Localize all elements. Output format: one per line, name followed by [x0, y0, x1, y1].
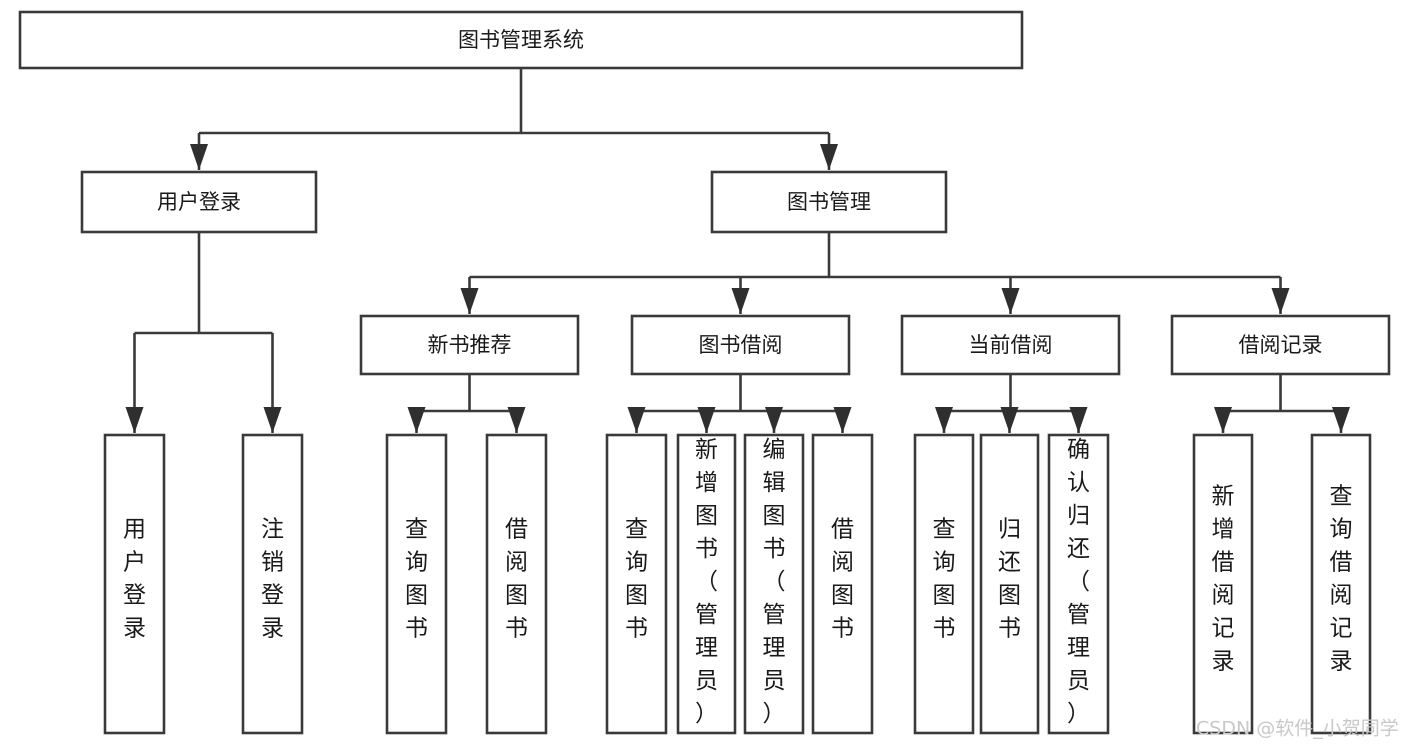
node-leaf-user-login[interactable]: 用户登录 — [103, 433, 166, 735]
node-label-current-borrow: 当前借阅 — [969, 333, 1053, 357]
arrow-head-icon-new-book-rec — [460, 288, 479, 314]
node-box-borrow-record — [1170, 314, 1391, 376]
node-box-leaf-query-record — [1310, 433, 1372, 735]
arrow-head-icon-leaf-user-login — [125, 407, 144, 433]
arrow-head-icon-user-login — [190, 144, 208, 170]
arrow-head-icon-leaf-borrow-book-rec — [507, 407, 526, 433]
arrow-head-icon-leaf-return-book — [1000, 407, 1019, 433]
node-box-book-borrow — [630, 314, 851, 376]
node-box-leaf-confirm-return — [1047, 433, 1110, 735]
node-label-leaf-confirm-return: 确认归还（管理员） — [1067, 437, 1090, 727]
node-box-leaf-logout — [241, 433, 304, 735]
arrow-head-icon-current-borrow — [1001, 288, 1020, 314]
node-label-borrow-record: 借阅记录 — [1239, 333, 1323, 357]
arrow-head-icon-book-borrow — [731, 288, 750, 314]
node-label-leaf-query-book-borrow: 查询图书 — [625, 517, 648, 642]
node-label-leaf-user-login: 用户登录 — [123, 517, 146, 642]
node-leaf-query-book-borrow[interactable]: 查询图书 — [605, 433, 668, 735]
arrow-head-icon-book-manage — [820, 144, 838, 170]
node-user-login[interactable]: 用户登录 — [80, 170, 318, 234]
node-leaf-borrow-book-rec[interactable]: 借阅图书 — [485, 433, 548, 735]
node-label-leaf-edit-book: 编辑图书（管理员） — [763, 437, 786, 727]
node-label-root: 图书管理系统 — [458, 28, 584, 52]
node-label-leaf-query-record: 查询借阅记录 — [1330, 484, 1353, 675]
node-box-leaf-query-book-cur — [913, 433, 975, 735]
node-box-new-book-rec — [359, 314, 580, 376]
node-leaf-add-book[interactable]: 新增图书（管理员） — [676, 433, 737, 735]
arrow-head-icon-leaf-borrow-book — [833, 407, 852, 433]
node-box-leaf-user-login — [103, 433, 166, 735]
node-label-new-book-rec: 新书推荐 — [428, 333, 512, 357]
node-box-leaf-return-book — [979, 433, 1040, 735]
csdn-watermark: CSDN @软件_小贺同学 — [1196, 718, 1399, 740]
node-label-leaf-logout: 注销登录 — [261, 517, 284, 642]
node-box-leaf-query-book-borrow — [605, 433, 668, 735]
node-leaf-edit-book[interactable]: 编辑图书（管理员） — [743, 433, 805, 735]
node-box-leaf-add-record — [1192, 433, 1254, 735]
node-box-user-login — [80, 170, 318, 234]
node-box-book-manage — [710, 170, 948, 234]
node-label-leaf-borrow-book-rec: 借阅图书 — [505, 517, 528, 642]
arrow-head-icon-leaf-logout — [263, 407, 282, 433]
node-box-leaf-borrow-book — [811, 433, 874, 735]
arrow-head-icon-leaf-query-book-rec — [407, 407, 426, 433]
connector-lines-layer — [125, 68, 1350, 433]
node-borrow-record[interactable]: 借阅记录 — [1170, 314, 1391, 376]
node-leaf-query-book-rec[interactable]: 查询图书 — [385, 433, 448, 735]
node-leaf-return-book[interactable]: 归还图书 — [979, 433, 1040, 735]
node-box-leaf-query-book-rec — [385, 433, 448, 735]
node-leaf-confirm-return[interactable]: 确认归还（管理员） — [1047, 433, 1110, 735]
node-new-book-rec[interactable]: 新书推荐 — [359, 314, 580, 376]
node-leaf-add-record[interactable]: 新增借阅记录 — [1192, 433, 1254, 735]
node-box-leaf-add-book — [676, 433, 737, 735]
node-label-leaf-return-book: 归还图书 — [998, 517, 1021, 642]
node-box-root — [18, 10, 1024, 70]
node-boxes-layer: 图书管理系统用户登录图书管理新书推荐图书借阅当前借阅借阅记录用户登录注销登录查询… — [18, 10, 1391, 735]
node-leaf-logout[interactable]: 注销登录 — [241, 433, 304, 735]
arrow-head-icon-leaf-add-book — [697, 407, 716, 433]
node-box-leaf-edit-book — [743, 433, 805, 735]
node-label-leaf-add-record: 新增借阅记录 — [1212, 484, 1235, 675]
node-label-leaf-query-book-cur: 查询图书 — [933, 517, 956, 642]
node-label-user-login: 用户登录 — [157, 190, 241, 214]
arrow-head-icon-leaf-query-record — [1332, 407, 1350, 433]
node-book-manage[interactable]: 图书管理 — [710, 170, 948, 234]
arrow-head-icon-borrow-record — [1271, 288, 1290, 314]
node-book-borrow[interactable]: 图书借阅 — [630, 314, 851, 376]
node-box-leaf-borrow-book-rec — [485, 433, 548, 735]
node-label-book-borrow: 图书借阅 — [699, 333, 783, 357]
arrow-head-icon-leaf-confirm-return — [1069, 407, 1088, 433]
node-label-leaf-query-book-rec: 查询图书 — [405, 517, 428, 642]
node-leaf-query-record[interactable]: 查询借阅记录 — [1310, 433, 1372, 735]
node-label-leaf-add-book: 新增图书（管理员） — [695, 437, 718, 727]
node-leaf-query-book-cur[interactable]: 查询图书 — [913, 433, 975, 735]
arrow-head-icon-leaf-query-book-cur — [935, 407, 953, 433]
node-label-leaf-borrow-book: 借阅图书 — [831, 517, 854, 642]
arrow-head-icon-leaf-query-book-borrow — [627, 407, 646, 433]
node-root[interactable]: 图书管理系统 — [18, 10, 1024, 70]
node-box-current-borrow — [900, 314, 1121, 376]
node-leaf-borrow-book[interactable]: 借阅图书 — [811, 433, 874, 735]
arrow-head-icon-leaf-add-record — [1214, 407, 1232, 433]
node-current-borrow[interactable]: 当前借阅 — [900, 314, 1121, 376]
arrow-head-icon-leaf-edit-book — [765, 407, 783, 433]
node-label-book-manage: 图书管理 — [787, 190, 871, 214]
